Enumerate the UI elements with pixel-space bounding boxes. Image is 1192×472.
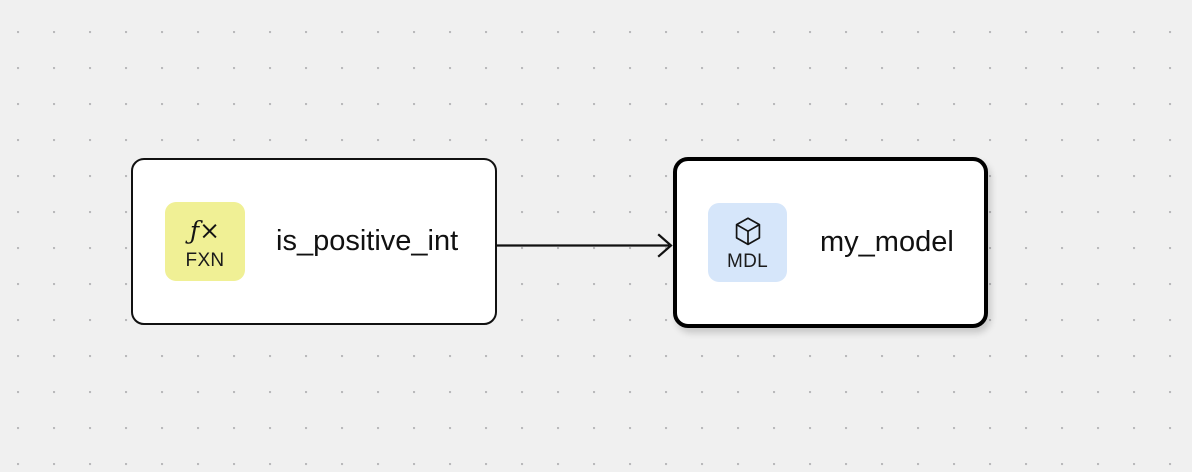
cube-icon-svg bbox=[735, 216, 760, 245]
node-type-badge-fxn: ƒ× FXN bbox=[165, 202, 245, 281]
function-icon-glyph: ƒ bbox=[189, 215, 200, 245]
function-icon: ƒ× bbox=[190, 213, 220, 247]
cube-icon bbox=[733, 214, 763, 248]
node-my-model[interactable]: MDL my_model bbox=[673, 157, 988, 328]
node-type-badge-mdl: MDL bbox=[708, 203, 787, 282]
node-title: my_model bbox=[820, 226, 954, 258]
edge-arrowhead-icon bbox=[657, 233, 673, 258]
node-type-badge-label: MDL bbox=[726, 251, 768, 272]
function-icon-multiply-glyph: × bbox=[199, 215, 221, 245]
node-is-positive-int[interactable]: ƒ× FXN is_positive_int bbox=[131, 158, 497, 325]
node-type-badge-label: FXN bbox=[185, 250, 225, 271]
edge-is-positive-int-to-my-model[interactable] bbox=[497, 233, 673, 258]
node-title: is_positive_int bbox=[276, 225, 459, 257]
